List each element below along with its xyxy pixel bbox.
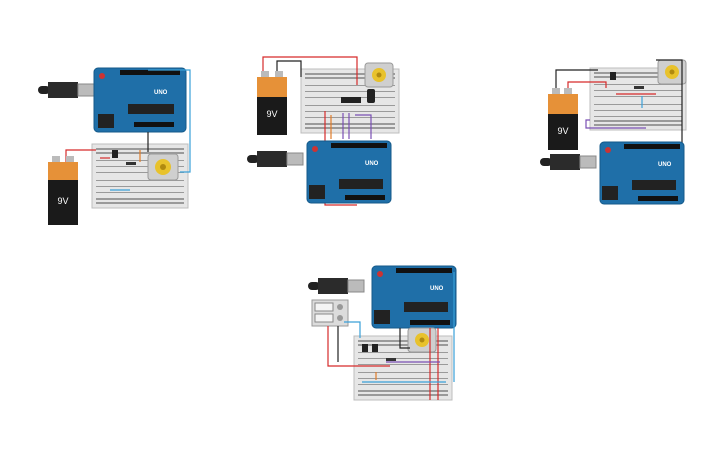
diode[interactable] [126, 162, 136, 165]
usb-cable [247, 151, 304, 167]
arduino-uno-board[interactable]: UNO [371, 265, 457, 329]
board-label: UNO [365, 161, 379, 167]
dc-motor[interactable] [407, 327, 437, 353]
ic-chip[interactable] [341, 97, 361, 103]
arduino-uno-board[interactable]: UNO [93, 67, 187, 133]
transistor[interactable] [112, 150, 118, 158]
transistor[interactable] [372, 344, 378, 352]
usb-cable [540, 154, 597, 170]
circuit-4[interactable]: UNO [300, 262, 465, 407]
dc-power-supply[interactable] [311, 299, 349, 327]
circuit-2[interactable]: 9V [245, 55, 405, 215]
diode[interactable] [386, 358, 396, 361]
9v-battery[interactable]: 9V [257, 71, 287, 135]
arduino-uno-board[interactable]: UNO [599, 141, 685, 205]
dc-motor[interactable] [147, 153, 179, 181]
board-label: UNO [430, 286, 444, 292]
arduino-uno-board[interactable]: UNO [306, 140, 392, 204]
circuit-3[interactable]: 9V [536, 58, 696, 208]
breadboard[interactable] [353, 335, 453, 401]
usb-cable [38, 82, 95, 98]
board-label: UNO [154, 90, 168, 96]
breadboard[interactable] [589, 67, 687, 131]
usb-cable [308, 278, 365, 294]
9v-battery[interactable]: 9V [548, 88, 578, 150]
board-label: UNO [658, 162, 672, 168]
battery-label: 9V [266, 109, 277, 119]
transistor[interactable] [610, 72, 616, 80]
9v-battery[interactable]: 9V [48, 156, 78, 225]
transistor[interactable] [362, 344, 368, 352]
wires [327, 272, 455, 400]
battery-label: 9V [557, 126, 568, 136]
wires [65, 69, 191, 191]
battery-label: 9V [57, 196, 68, 206]
circuit-1[interactable]: UNO [30, 62, 200, 227]
diode[interactable] [634, 86, 644, 89]
capacitor[interactable] [367, 89, 375, 103]
dc-motor[interactable] [364, 62, 394, 88]
